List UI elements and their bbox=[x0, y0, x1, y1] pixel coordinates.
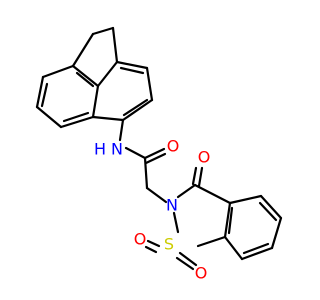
bond bbox=[145, 66, 154, 102]
oxygen-keto-label: O bbox=[198, 148, 211, 167]
bond bbox=[144, 152, 167, 165]
bond bbox=[62, 111, 90, 123]
bond bbox=[270, 216, 283, 250]
bond bbox=[223, 235, 244, 261]
bond bbox=[75, 71, 95, 88]
bond bbox=[71, 64, 100, 88]
bond bbox=[144, 245, 158, 254]
bond bbox=[178, 251, 198, 267]
structure-canvas: N H O N O S O O bbox=[35, 26, 283, 283]
bond bbox=[191, 166, 198, 186]
bond bbox=[59, 115, 95, 129]
bond bbox=[145, 186, 168, 204]
bond bbox=[124, 146, 147, 160]
bond bbox=[35, 105, 63, 129]
bond bbox=[91, 26, 115, 36]
bond bbox=[258, 201, 278, 222]
bond bbox=[119, 66, 145, 75]
bond bbox=[227, 206, 234, 235]
bond bbox=[41, 64, 75, 79]
molecule-drawing: N H O N O S O O bbox=[35, 26, 283, 283]
nitrogen-amide-label: N bbox=[111, 140, 123, 159]
oxygen-sulfonyl-left-label: O bbox=[134, 230, 147, 249]
bond bbox=[223, 201, 232, 239]
bond bbox=[196, 235, 227, 248]
bond bbox=[96, 60, 119, 88]
bond bbox=[176, 183, 197, 199]
hydrogen-amide-label: H bbox=[94, 140, 106, 159]
bond bbox=[172, 211, 180, 234]
bond bbox=[118, 118, 125, 142]
bond bbox=[143, 147, 166, 160]
bond bbox=[193, 183, 232, 205]
bond bbox=[115, 60, 149, 70]
bond bbox=[40, 82, 49, 108]
nitrogen-ring-label: N bbox=[166, 196, 178, 215]
bond bbox=[242, 242, 270, 255]
bond bbox=[35, 75, 45, 109]
oxygen-sulfonyl-bottom-label: O bbox=[195, 264, 208, 283]
bond bbox=[122, 98, 149, 117]
bond bbox=[91, 84, 100, 119]
bond bbox=[175, 256, 195, 271]
bond bbox=[121, 98, 154, 122]
bond bbox=[143, 156, 149, 190]
bond bbox=[146, 239, 161, 248]
bond bbox=[240, 246, 274, 261]
bond bbox=[91, 115, 125, 122]
oxygen-carbonyl-label: O bbox=[167, 137, 180, 156]
bond bbox=[197, 166, 204, 188]
bond bbox=[71, 32, 95, 68]
sulfur-label: S bbox=[164, 235, 174, 254]
bond bbox=[111, 26, 119, 64]
bond bbox=[228, 194, 263, 205]
bond bbox=[259, 194, 283, 220]
